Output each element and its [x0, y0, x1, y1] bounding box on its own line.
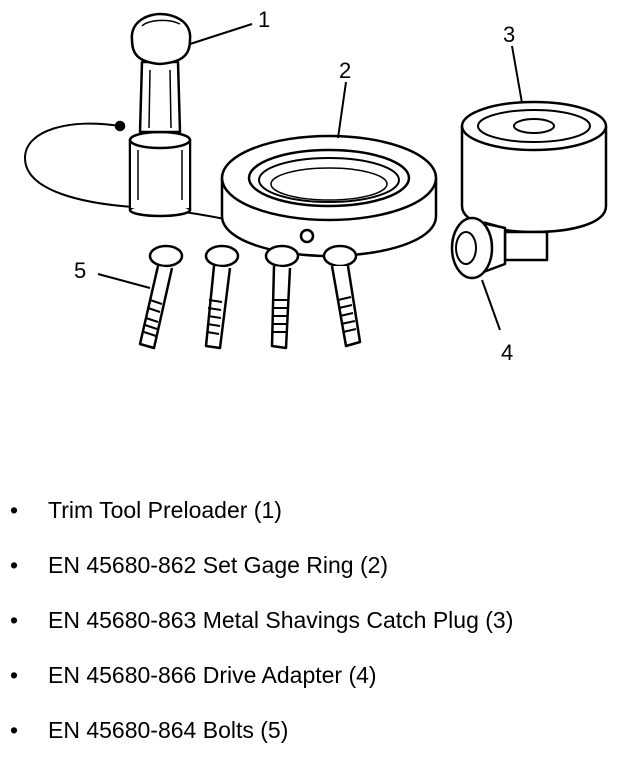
part-label: EN 45680-866 Drive Adapter (4)	[48, 662, 377, 688]
trim-tool-preloader	[24, 12, 301, 237]
callout-4: 4	[501, 340, 513, 365]
bullet: •	[10, 717, 19, 743]
tool-illustration: 1 2 3 4 5	[24, 7, 608, 365]
bullet: •	[10, 662, 19, 688]
bullet: •	[10, 497, 19, 523]
callout-2: 2	[339, 58, 351, 83]
metal-shavings-catch-plug	[460, 100, 608, 234]
part-label: Trim Tool Preloader (1)	[48, 497, 282, 523]
set-gage-ring	[220, 134, 438, 258]
list-item: • EN 45680-863 Metal Shavings Catch Plug…	[0, 606, 624, 661]
bolt-2	[204, 244, 240, 350]
callout-1: 1	[258, 7, 270, 32]
list-item: • Trim Tool Preloader (1)	[0, 496, 624, 551]
bolt-1	[138, 244, 184, 350]
part-label: EN 45680-863 Metal Shavings Catch Plug (…	[48, 607, 514, 633]
bolt-4	[322, 244, 362, 348]
part-label: EN 45680-864 Bolts (5)	[48, 717, 289, 743]
callout-5: 5	[74, 258, 86, 283]
bullet: •	[10, 607, 19, 633]
leader-lines	[97, 23, 523, 331]
callout-3: 3	[503, 22, 515, 47]
bolt-3	[264, 244, 300, 350]
list-item: • EN 45680-866 Drive Adapter (4)	[0, 661, 624, 716]
parts-list: • Trim Tool Preloader (1) • EN 45680-862…	[0, 496, 624, 771]
part-label: EN 45680-862 Set Gage Ring (2)	[48, 552, 389, 578]
list-item: • EN 45680-864 Bolts (5)	[0, 716, 624, 771]
drive-adapter	[450, 216, 549, 280]
list-item: • EN 45680-862 Set Gage Ring (2)	[0, 551, 624, 606]
bullet: •	[10, 552, 19, 578]
bolts	[138, 244, 362, 350]
